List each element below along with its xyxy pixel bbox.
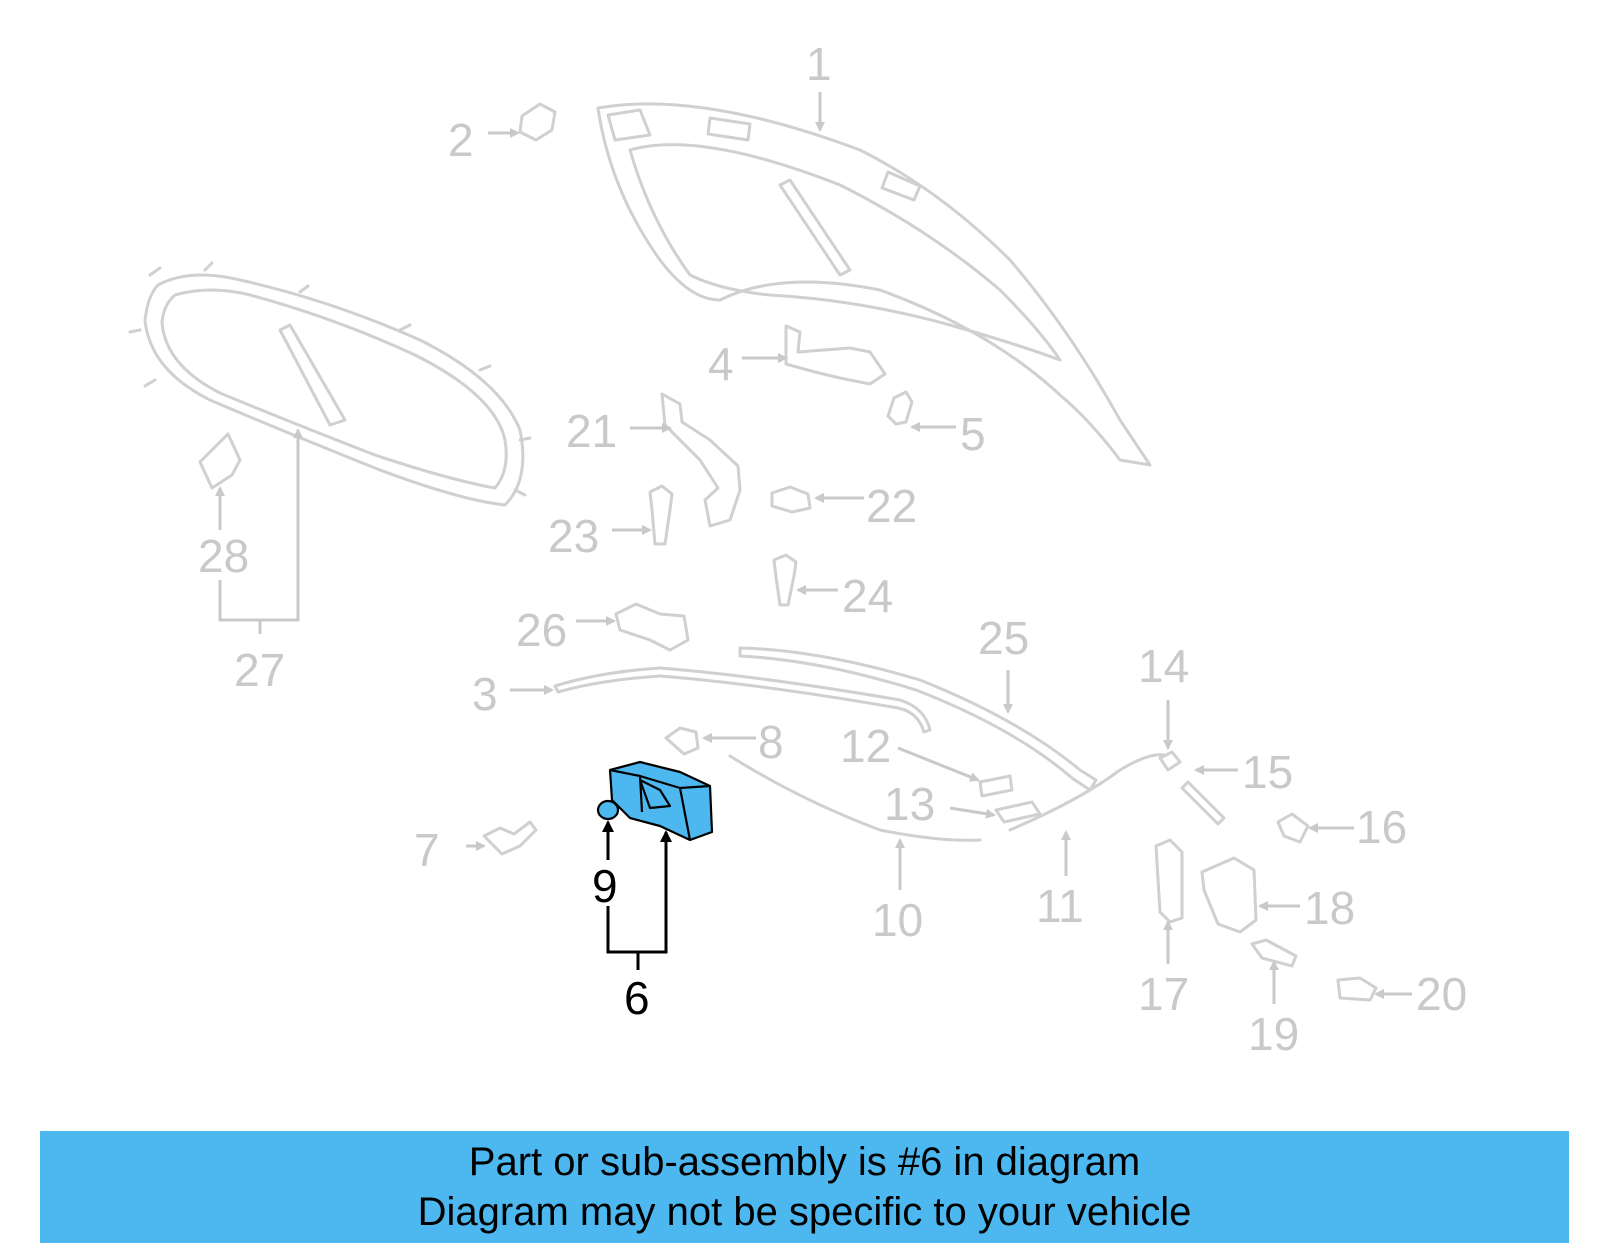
part-14 (1158, 750, 1182, 772)
callout-24: 24 (842, 570, 893, 622)
banner-line-part: Part or sub-assembly is #6 in diagram (468, 1140, 1141, 1184)
callout-4: 4 (708, 338, 734, 390)
part-latch-highlighted (596, 760, 714, 842)
callout-15: 15 (1242, 746, 1293, 798)
part-bolt-8 (664, 726, 700, 756)
callout-16: 16 (1356, 801, 1407, 853)
leader-lines (215, 92, 1412, 1004)
part-bolt-22 (770, 485, 812, 514)
part-16 (1276, 812, 1310, 844)
banner-line-disclaimer: Diagram may not be specific to your vehi… (417, 1190, 1192, 1234)
part-15 (1180, 780, 1226, 826)
part-bolt-7 (482, 820, 538, 856)
info-banner: Part or sub-assembly is #6 in diagram Di… (40, 1131, 1569, 1243)
callout-2: 2 (448, 114, 474, 166)
part-17 (1154, 838, 1184, 924)
callout-1: 1 (806, 38, 832, 90)
callout-17: 17 (1138, 968, 1189, 1020)
part-18 (1200, 856, 1258, 934)
callout-22: 22 (866, 480, 917, 532)
part-hood (596, 102, 1152, 467)
part-bolt-23 (648, 484, 674, 546)
callout-labels: 1 2 3 4 5 6 7 8 9 10 11 12 13 14 15 16 1… (198, 38, 1467, 1060)
part-cable-10 (728, 754, 982, 842)
part-clip-26 (614, 602, 690, 652)
callout-20: 20 (1416, 968, 1467, 1020)
part-bumper (518, 102, 557, 142)
part-12 (978, 774, 1014, 798)
part-19 (1250, 938, 1298, 968)
callout-11: 11 (1036, 880, 1084, 932)
callout-7: 7 (414, 824, 440, 876)
callout-3: 3 (472, 668, 498, 720)
part-insulator (128, 261, 532, 507)
part-bolt-5 (886, 390, 914, 426)
callout-5: 5 (960, 408, 986, 460)
callout-25: 25 (978, 612, 1029, 664)
callout-10: 10 (872, 894, 923, 946)
callout-13: 13 (884, 778, 935, 830)
callout-12: 12 (840, 720, 891, 772)
part-20 (1336, 976, 1378, 1002)
part-striker (784, 324, 887, 386)
part-13 (994, 800, 1042, 824)
part-bolt-24 (772, 553, 798, 607)
part-bracket-21 (660, 392, 742, 528)
callout-6: 6 (624, 972, 650, 1024)
part-cable-11 (1008, 753, 1167, 832)
callout-18: 18 (1304, 882, 1355, 934)
callout-26: 26 (516, 604, 567, 656)
callout-27: 27 (234, 644, 285, 696)
callout-19: 19 (1248, 1008, 1299, 1060)
part-cable-3 (553, 666, 932, 734)
part-clip-28 (198, 432, 242, 490)
highlight-leader-lines (602, 820, 672, 970)
callout-9: 9 (592, 860, 618, 912)
callout-21: 21 (566, 405, 617, 457)
callout-14: 14 (1138, 640, 1189, 692)
callout-28: 28 (198, 530, 249, 582)
callout-8: 8 (758, 716, 784, 768)
callout-23: 23 (548, 510, 599, 562)
